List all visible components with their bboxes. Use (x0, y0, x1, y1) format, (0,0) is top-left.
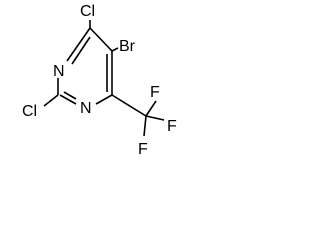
bond-cf3-f-bottom (143, 115, 147, 137)
atom-bromine: Br (119, 38, 136, 55)
atom-chlorine-top: Cl (80, 3, 95, 20)
bond-n3-c4-double (71, 36, 91, 65)
atom-fluorine-right: F (167, 118, 177, 135)
bond-c4-c5 (89, 27, 113, 52)
bond-c6-n1 (95, 94, 113, 105)
atom-chlorine-left: Cl (22, 103, 37, 120)
bond-n1-c2 (59, 94, 77, 105)
bond-c5-br (111, 47, 119, 52)
bond-cf3-f-right (145, 115, 165, 121)
atom-fluorine-bottom: F (138, 141, 148, 158)
atom-nitrogen-top: N (53, 63, 65, 80)
bond-c2-cl (43, 94, 59, 107)
chemical-structure: Cl Br N N Cl F F F (22, 3, 177, 158)
bond-n1-c2-double (63, 91, 77, 100)
atom-fluorine-top: F (150, 84, 160, 101)
bond-cf3-f-top (145, 100, 157, 117)
bond-c6-cf3 (111, 94, 147, 117)
atom-nitrogen-bottom: N (80, 100, 92, 117)
bond-n3-c4 (66, 27, 91, 62)
